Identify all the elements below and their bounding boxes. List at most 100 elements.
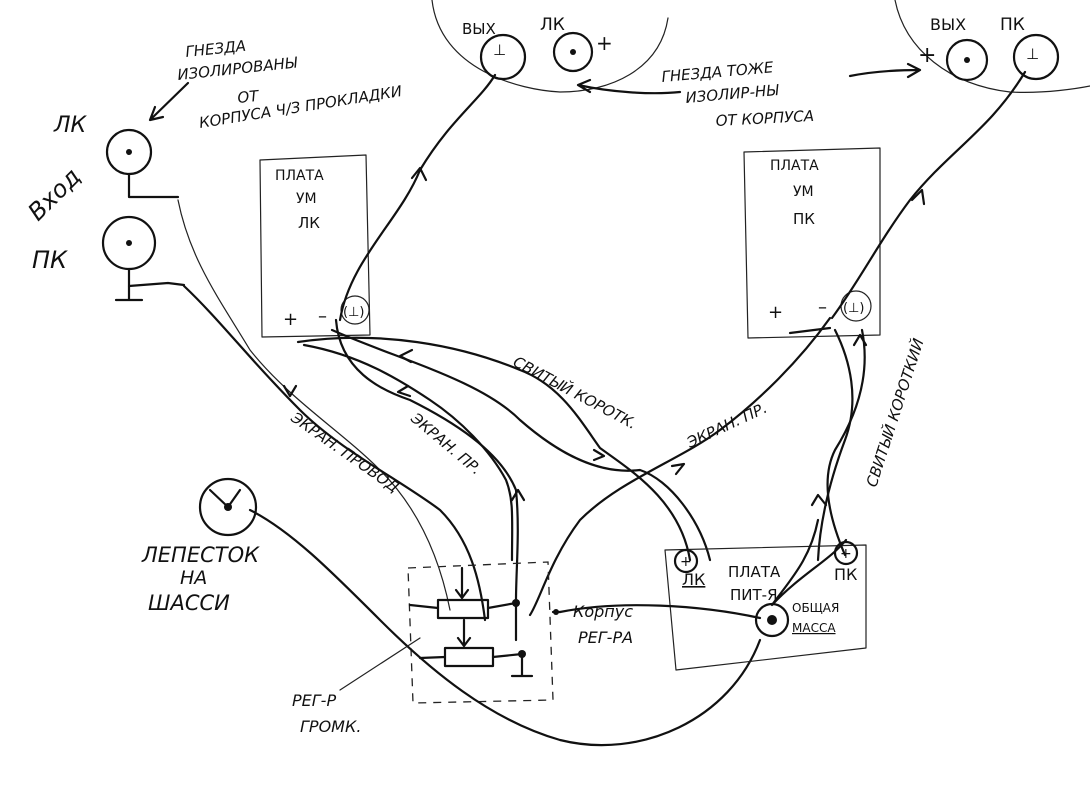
chassis-lug-ring [198,477,258,537]
common-ground-wires [558,518,848,620]
volume-pot-line2: ГРОМК. [300,717,361,736]
reg-body-line1: Корпус [573,602,633,621]
out-pk-ground-jack [1012,33,1060,81]
psu-pk-plus-terminal [833,540,859,566]
out-pk-label-vyh: ВЫХ [930,15,966,34]
pot-resistor-2 [443,646,495,668]
pk-output-wire [830,70,1027,320]
arrow-twisted-lk [398,348,414,364]
out-lk-label-lk: ЛК [540,15,565,35]
arrow-lk-output [410,166,428,182]
shielded-wire-from-input [177,199,451,611]
psu-board-outline [664,544,867,671]
board-lk-plus: + [283,309,298,330]
lk-shield-wire-2 [302,343,514,562]
pk-input-jack-center [126,240,132,246]
psu-pk-label: ПК [834,565,858,584]
arrow-shield-input [282,384,298,398]
isolated-note-line1: ГНЕЗДА [185,37,247,61]
board-pk-line3: ПК [793,210,815,228]
psu-lk-plus: + [680,554,692,570]
lk-input-wire [127,172,180,199]
out-pk-ground-mark: ⊥ [1026,45,1039,63]
chassis-lug-line3: ШАССИ [148,591,230,615]
chassis-lug-line2: НА [180,567,207,589]
out-lk-plus-jack-center [570,49,576,55]
pot-wiper-1 [454,566,470,600]
arrow-pk-twisted-2 [810,493,828,507]
volume-pot-line1: РЕГ-Р [292,691,336,710]
board-pk-ground: (⊥) [843,301,864,316]
pk-input-wire [127,281,186,288]
twisted-short-lk-label: СВИТЫЙ КОРОТК. [510,352,640,433]
lk-output-wire [338,73,497,322]
twisted-short-pk-label: СВИТЫЙ КОРОТКИЙ [862,336,928,489]
out-pk-plus-jack [945,38,989,82]
volume-pot-pointer [339,637,421,691]
out-lk-plus-jack [552,31,594,73]
arrow-shield-lk [396,384,412,398]
twisted-pk-wire-b [826,328,866,557]
psu-line1: ПЛАТА [728,563,781,581]
arrow-pk-shield [670,462,686,476]
pk-minus-wire [788,326,832,335]
also-isolated-line3: ОТ КОРПУСА [715,107,814,130]
pk-input-ground-stub [114,267,144,302]
out-lk-ground-mark: ⊥ [493,41,506,59]
shielded-pr-pk-label: ЭКРАН. ПР. [683,399,770,452]
also-isolated-arrow-right [848,62,922,79]
input-pk-label-line1: Вход [22,163,86,227]
board-lk-line3: ЛК [298,214,320,232]
psu-lk-label: ЛК [682,570,706,589]
pot-leads [408,601,534,678]
out-pk-plus-jack-center [964,57,970,63]
out-pk-panel-arc [894,0,1090,93]
board-pk-plus: + [768,302,783,323]
reg-body-dot [553,609,559,615]
chassis-to-ground-wire [248,508,762,747]
isolated-note-line3: ОТ [237,87,262,107]
input-pk-label-line2: ПК [32,246,68,274]
board-lk-ground: (⊥) [343,305,364,320]
out-lk-plus-mark: + [596,31,613,55]
out-pk-label-pk: ПК [1000,15,1025,35]
pot-resistor-1 [436,598,490,620]
volume-pot-box [407,561,554,704]
twisted-pk-wire-a [816,328,854,562]
lk-shield-wire-to-pot [334,318,519,602]
common-ground-center [767,615,777,625]
twisted-lk-wire-b [330,328,712,562]
board-pk-line2: УМ [793,184,814,200]
psu-pk-plus: + [840,546,852,562]
chassis-lug-ground [208,488,242,509]
lk-jack-label: ЛК [53,113,88,138]
chassis-lug-line1: ЛЕПЕСТОК [141,543,260,567]
isolated-note-line4: КОРПУСА Ч/З ПРОКЛАДКИ [198,82,403,132]
arrow-pot [510,488,526,502]
board-pk-minus: – [818,297,827,318]
pk-shield-wire [528,316,832,617]
arrow-psu-twisted-lk [592,448,606,462]
pot-wiper-2 [456,618,472,648]
also-isolated-arrow-left [576,78,682,95]
out-lk-panel-arc [431,0,669,93]
twisted-lk-wire-a [296,336,692,562]
psu-line2: ПИТ-Я [730,586,778,604]
board-pk-outline [743,147,881,339]
board-lk-line1: ПЛАТА [275,168,324,184]
board-lk-minus: – [318,306,327,327]
out-lk-label-vyh: ВЫХ [462,20,496,38]
shielded-wire-from-pk-input [182,284,487,622]
board-lk-outline [259,154,371,338]
isolated-note-arrow [148,81,190,122]
board-pk-line1: ПЛАТА [770,158,819,174]
pot-junction-2 [518,650,526,658]
common-ground-line2: МАССА [792,621,836,635]
arrow-pk-output [910,188,926,206]
psu-lk-plus-terminal [673,548,699,574]
also-isolated-line2: ИЗОЛИР-НЫ [685,81,780,107]
common-ground-line1: ОБЩАЯ [792,601,839,615]
lk-input-jack-center [126,149,132,155]
